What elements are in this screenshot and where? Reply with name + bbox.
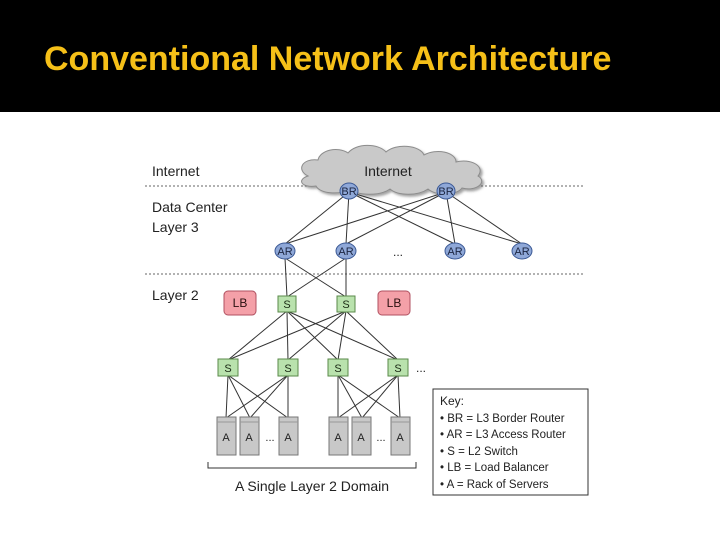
server-rack: A: [351, 416, 372, 456]
l2-switch: S: [327, 358, 349, 377]
access-router-label: AR: [514, 246, 529, 258]
legend-item: • LB = Load Balancer: [440, 462, 549, 474]
load-balancer-label: LB: [233, 296, 248, 310]
switch-label: S: [284, 363, 291, 375]
switch-label: S: [334, 363, 341, 375]
server-rack: A: [390, 416, 411, 456]
links-br-ar: [284, 191, 523, 245]
l2-switch: S: [277, 358, 299, 377]
slide-header: Conventional Network Architecture: [0, 0, 720, 112]
links-switch-rack: [225, 374, 401, 419]
server-rack: A: [278, 416, 299, 456]
load-balancer-label: LB: [387, 296, 402, 310]
load-balancer: LB: [223, 290, 257, 316]
rack-ellipsis: ...: [265, 432, 274, 444]
switch-label: S: [283, 299, 290, 311]
access-router: AR: [335, 242, 357, 260]
section-label-data-center: Data Center: [152, 199, 228, 215]
border-router: BR: [339, 182, 359, 200]
rack-label: A: [357, 432, 365, 444]
access-router: AR: [274, 242, 296, 260]
legend-item: • BR = L3 Border Router: [440, 413, 565, 425]
server-rack: A: [239, 416, 260, 456]
cloud-label: Internet: [364, 163, 412, 179]
legend-item: • S = L2 Switch: [440, 446, 518, 458]
access-router-label: AR: [338, 246, 353, 258]
load-balancer: LB: [377, 290, 411, 316]
links-switch-switch: [227, 310, 399, 361]
border-router-label: BR: [438, 186, 453, 198]
legend-title: Key:: [440, 394, 464, 408]
switch-label: S: [394, 363, 401, 375]
rack-label: A: [245, 432, 253, 444]
domain-label: A Single Layer 2 Domain: [235, 478, 389, 494]
legend-item: • AR = L3 Access Router: [440, 429, 566, 441]
l2-switch: S: [387, 358, 409, 377]
server-rack: A: [216, 416, 237, 456]
legend-item: • A = Rack of Servers: [440, 479, 549, 491]
rack-label: A: [334, 432, 342, 444]
links-ar-switch: [284, 257, 347, 298]
slide-title: Conventional Network Architecture: [44, 40, 612, 78]
domain-bracket: [207, 462, 417, 469]
server-rack: A: [328, 416, 349, 456]
l2-switch: S: [217, 358, 239, 377]
switch-label: S: [342, 299, 349, 311]
access-router-label: AR: [447, 246, 462, 258]
access-router-ellipsis: ...: [393, 245, 403, 259]
l2-switch: S: [277, 295, 297, 313]
access-router: AR: [444, 242, 466, 260]
section-label-layer3: Layer 3: [152, 219, 199, 235]
l2-switch: S: [336, 295, 356, 313]
rack-label: A: [284, 432, 292, 444]
section-label-internet: Internet: [152, 163, 200, 179]
rack-label: A: [396, 432, 404, 444]
legend-box: Key: • BR = L3 Border Router • AR = L3 A…: [432, 388, 589, 496]
border-router: BR: [436, 182, 456, 200]
access-router-label: AR: [277, 246, 292, 258]
switch-ellipsis: ...: [416, 361, 426, 375]
section-label-layer2: Layer 2: [152, 287, 199, 303]
border-router-label: BR: [341, 186, 356, 198]
switch-label: S: [224, 363, 231, 375]
rack-label: A: [222, 432, 230, 444]
rack-ellipsis: ...: [376, 432, 385, 444]
access-router: AR: [511, 242, 533, 260]
